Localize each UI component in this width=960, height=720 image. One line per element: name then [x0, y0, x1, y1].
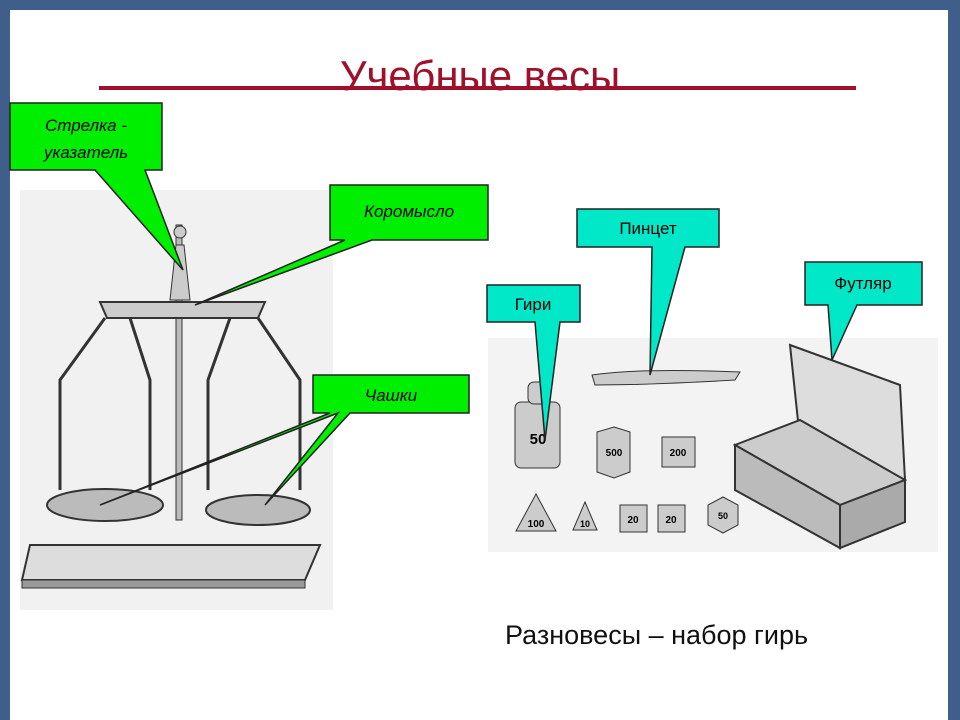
- svg-text:Пинцет: Пинцет: [619, 219, 677, 238]
- title-underline: [99, 86, 856, 90]
- weight-label: 10: [580, 519, 590, 529]
- svg-text:Гири: Гири: [515, 295, 552, 314]
- weight-label: 500: [606, 448, 623, 459]
- svg-text:Футляр: Футляр: [834, 274, 891, 293]
- slide-caption: Разновесы – набор гирь: [505, 620, 809, 650]
- weight-label: 20: [665, 515, 677, 526]
- callout-beam: Коромысло: [194, 184, 489, 306]
- weight-label: 50: [530, 431, 547, 448]
- svg-text:Чашки: Чашки: [365, 386, 418, 405]
- callout-weights: Гири: [486, 284, 581, 441]
- callout-pointer: Стрелка - указатель: [9, 102, 184, 271]
- callout-tweezers: Пинцет: [576, 208, 720, 376]
- weight-label: 50: [718, 511, 728, 521]
- callout-case: Футляр: [804, 261, 923, 361]
- weight-label: 100: [528, 519, 545, 530]
- scale-illustration: [20, 190, 333, 610]
- callout-pans: Чашки: [99, 374, 470, 506]
- weight-label: 20: [627, 515, 639, 526]
- weight-label: 200: [670, 448, 687, 459]
- svg-text:Стрелка -: Стрелка -: [45, 116, 127, 135]
- weights-illustration: 50 500 200 100 10 20 20 50: [488, 338, 938, 552]
- slide-title: Учебные весы: [339, 52, 621, 99]
- svg-text:указатель: указатель: [43, 143, 128, 162]
- svg-text:Коромысло: Коромысло: [364, 202, 454, 221]
